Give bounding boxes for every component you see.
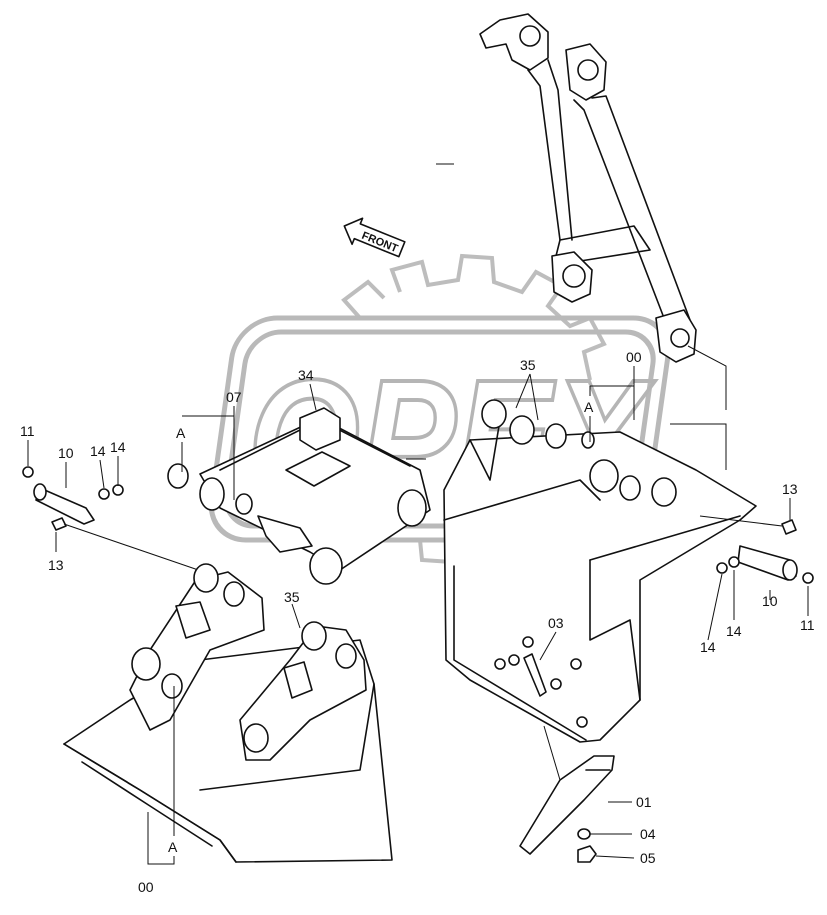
washer-14-right1 bbox=[716, 562, 728, 574]
bolt-03 bbox=[523, 653, 547, 697]
callout-14-right1: 14 bbox=[700, 639, 716, 655]
bucket-right bbox=[443, 399, 757, 743]
bolt-11-left bbox=[22, 466, 34, 478]
leader-lines bbox=[27, 366, 809, 865]
washer-14-left bbox=[98, 488, 110, 500]
callout-07: 07 bbox=[226, 389, 242, 405]
callout-03: 03 bbox=[548, 615, 564, 631]
callout-04: 04 bbox=[640, 826, 656, 842]
pin-assembly-left bbox=[22, 466, 211, 575]
callout-10-left: 10 bbox=[58, 445, 74, 461]
callout-00-bottom: 00 bbox=[138, 879, 154, 895]
callout-05: 05 bbox=[640, 850, 656, 866]
callout-11-right: 11 bbox=[800, 617, 815, 633]
callout-a-top: A bbox=[584, 399, 594, 415]
callout-a-left: A bbox=[176, 425, 186, 441]
bolt-13-left bbox=[51, 517, 67, 531]
nut-05 bbox=[577, 845, 597, 863]
callout-35-mid: 35 bbox=[284, 589, 300, 605]
watermark-frame bbox=[208, 315, 671, 543]
callout-labels: 11 10 14 14 13 A 07 34 35 00 A 13 10 11 … bbox=[20, 349, 815, 895]
bolt-11-right bbox=[802, 572, 814, 584]
callout-10-right: 10 bbox=[762, 593, 778, 609]
callout-34: 34 bbox=[298, 367, 314, 383]
callout-13-left: 13 bbox=[48, 557, 64, 573]
bucket-left bbox=[63, 563, 393, 863]
front-arrow-icon bbox=[343, 217, 406, 258]
callout-13-right: 13 bbox=[782, 481, 798, 497]
coupler-34 bbox=[199, 407, 431, 585]
nut-14-left bbox=[112, 484, 124, 496]
tooth-01 bbox=[519, 755, 615, 855]
callout-14-right2: 14 bbox=[726, 623, 742, 639]
washer-14-right2 bbox=[728, 556, 740, 568]
callout-a-bottom: A bbox=[168, 839, 178, 855]
callout-11-left: 11 bbox=[20, 423, 35, 439]
callout-35-top: 35 bbox=[520, 357, 536, 373]
pin-04 bbox=[577, 828, 591, 840]
pin-assembly-right bbox=[699, 515, 814, 584]
callout-14-left2: 14 bbox=[110, 439, 126, 455]
bolt-13-right bbox=[781, 519, 797, 535]
front-arrow: FRONT bbox=[343, 217, 406, 258]
callout-01: 01 bbox=[636, 794, 652, 810]
arm-linkage bbox=[479, 13, 727, 470]
tooth-assembly bbox=[519, 725, 615, 863]
bushing-07 bbox=[167, 463, 189, 489]
callout-14-left1: 14 bbox=[90, 443, 106, 459]
callout-00-top: 00 bbox=[626, 349, 642, 365]
watermark-gear-icon bbox=[389, 253, 607, 381]
